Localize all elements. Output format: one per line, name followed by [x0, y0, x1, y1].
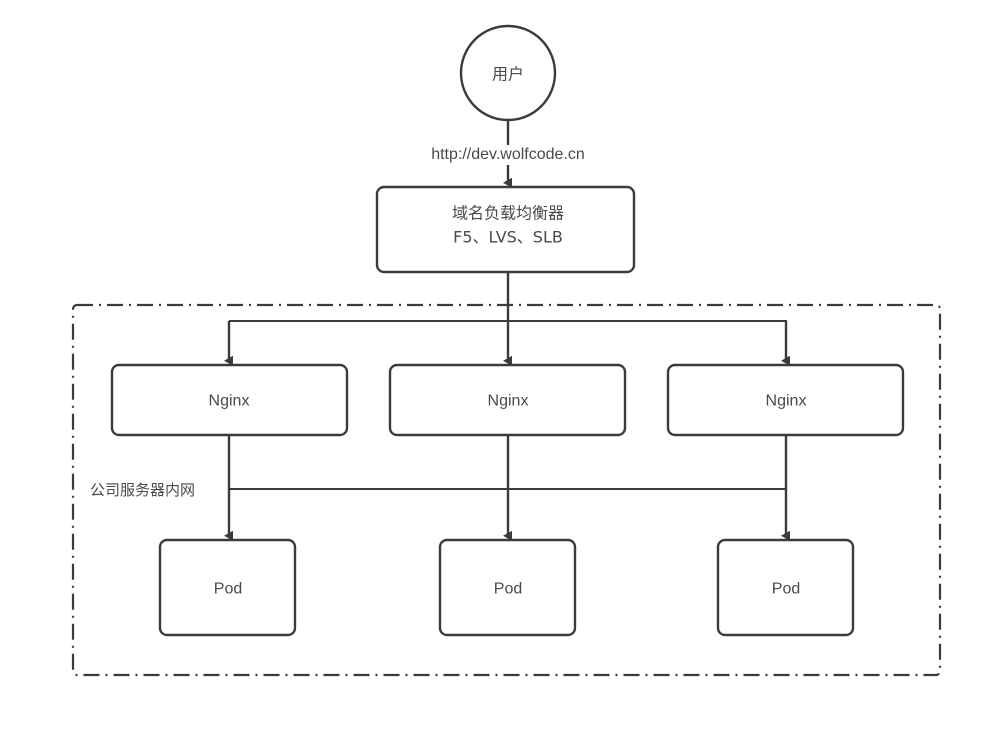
node-pod-3[interactable]	[716, 538, 855, 637]
node-load-balancer[interactable]	[375, 185, 636, 274]
node-pod-1[interactable]	[158, 538, 297, 637]
intranet-zone-border	[71, 303, 942, 677]
node-nginx-3[interactable]	[666, 363, 905, 437]
intranet-zone-label: 公司服务器内网	[88, 480, 198, 500]
node-nginx-2[interactable]	[388, 363, 627, 437]
node-pod-2[interactable]	[438, 538, 577, 637]
node-nginx-1[interactable]	[110, 363, 349, 437]
edge-user-to-lb-label: http://dev.wolfcode.cn	[428, 145, 588, 165]
node-user[interactable]	[459, 24, 557, 122]
